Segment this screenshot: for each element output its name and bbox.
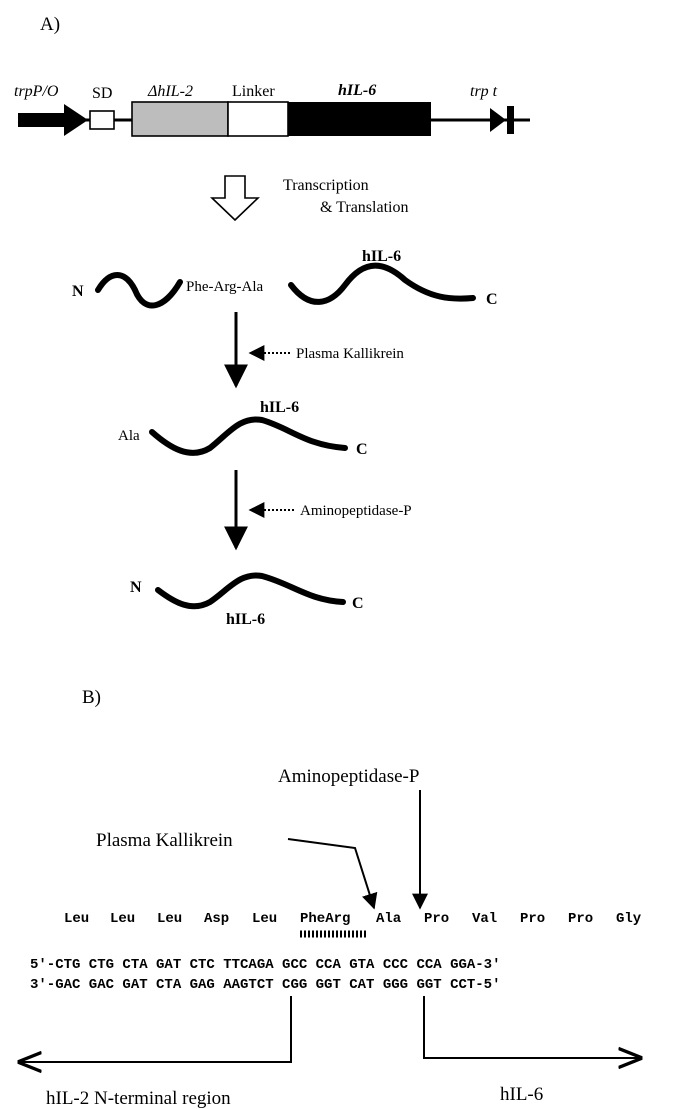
amino-acid: Leu — [157, 911, 182, 927]
translation-label: & Translation — [320, 199, 408, 216]
intermediate-n-residue: Ala — [118, 428, 140, 444]
amino-acid: Pro — [568, 911, 593, 927]
fusion-n-terminus: N — [72, 283, 84, 300]
promoter-label: trpP/O — [14, 83, 59, 100]
intermediate-protein-label: hIL-6 — [260, 399, 299, 416]
final-n-terminus: N — [130, 579, 142, 596]
delta-hil2-box — [131, 101, 229, 137]
panel-a-label: A) — [40, 14, 60, 35]
terminator-label: trp t — [470, 83, 498, 100]
sd-label: SD — [92, 85, 112, 102]
fusion-protein-label: hIL-6 — [362, 248, 401, 265]
amino-acid: Gly — [616, 911, 642, 927]
amino-acid: Leu — [64, 911, 89, 927]
transcription-label: Transcription — [283, 177, 369, 194]
promoter-arrow-icon — [18, 104, 88, 136]
aminopeptidase-top-label: Aminopeptidase-P — [278, 766, 419, 787]
fusion-left-segment — [95, 272, 183, 309]
amino-acid: Pro — [520, 911, 545, 927]
dna-top-strand: 5'-CTG CTG CTA GAT CTC TTCAGA GCC CCA GT… — [30, 957, 500, 973]
linker-label: Linker — [232, 83, 275, 100]
hil2-region-label: hIL-2 N-terminal region — [46, 1088, 231, 1109]
aminopeptidase-label: Aminopeptidase-P — [300, 503, 412, 519]
hil6-box — [288, 102, 431, 136]
amino-acid: Leu — [252, 911, 277, 927]
intermediate-segment — [149, 416, 348, 456]
dna-bottom-strand: 3'-GAC GAC GAT CTA GAG AAGTCT CGG GGT CA… — [30, 977, 500, 993]
hollow-down-arrow-icon — [210, 175, 260, 222]
hil2-region-arrow — [20, 996, 292, 1062]
hil6-gene-label: hIL-6 — [338, 82, 376, 99]
amino-acid: Val — [472, 911, 497, 927]
amino-acid: Pro — [424, 911, 449, 927]
kallikrein-label: Plasma Kallikrein — [296, 346, 404, 362]
kallikrein-mid-label: Plasma Kallikrein — [96, 830, 233, 851]
sd-box — [89, 110, 115, 130]
kallikrein-cut-arrow — [287, 838, 378, 910]
final-c-terminus: C — [352, 595, 364, 612]
amino-acid: PheArg — [300, 911, 350, 927]
final-segment — [155, 572, 346, 610]
terminator-triangle-icon — [490, 108, 506, 132]
terminator-bar-icon — [507, 106, 514, 134]
hil6-region-label: hIL-6 — [500, 1084, 543, 1105]
panel-b-label: B) — [82, 687, 101, 708]
amino-acid-row: Leu Leu Leu Asp Leu PheArg Ala Pro Val P… — [64, 911, 642, 927]
gene-construct — [18, 101, 530, 137]
amino-acid: Ala — [376, 911, 402, 927]
amino-acid: Leu — [110, 911, 135, 927]
hil6-region-arrow — [423, 996, 640, 1058]
delta-hil2-label: ΔhIL-2 — [147, 83, 193, 100]
linker-box — [227, 101, 289, 137]
amino-acid: Asp — [204, 911, 229, 927]
fusion-c-terminus: C — [486, 291, 498, 308]
final-protein-label: hIL-6 — [226, 611, 265, 628]
intermediate-c-terminus: C — [356, 441, 368, 458]
fusion-hil6-segment — [288, 262, 476, 305]
fusion-cleavage-site: Phe-Arg-Ala — [186, 279, 264, 295]
